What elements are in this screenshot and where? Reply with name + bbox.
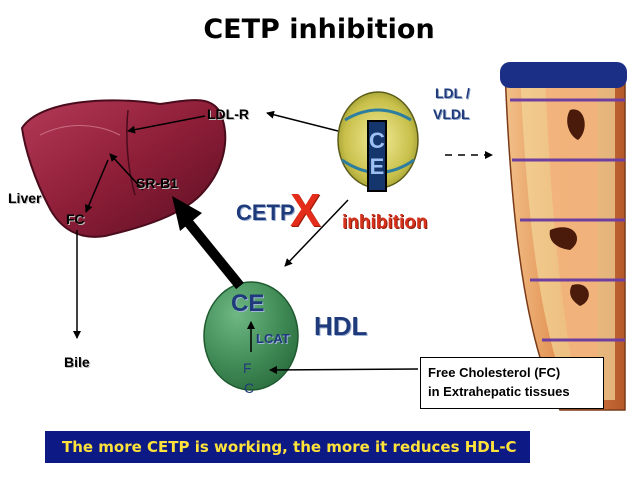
cetp-label: CETP xyxy=(236,200,295,225)
arrow-cetp-to-hdl xyxy=(284,199,349,267)
ce-ldl-box: C E xyxy=(367,120,387,192)
fc-box-line2: in Extrahepatic tissues xyxy=(428,384,570,399)
ldl-vldl-label-line1: LDL / xyxy=(435,85,470,101)
fc-hdl-label-c: C xyxy=(244,380,255,396)
liver-label: Liver xyxy=(8,190,42,206)
fc-hdl-label-f: F xyxy=(243,360,252,376)
free-cholesterol-box: Free Cholesterol (FC) in Extrahepatic ti… xyxy=(420,357,604,409)
inhibition-label: inhibition xyxy=(342,212,428,233)
blood-vessel xyxy=(500,62,627,411)
arrow-ldl-to-ldlr xyxy=(266,110,339,132)
arrow-fc-tissues-to-hdl xyxy=(269,365,419,374)
ce-ldl-e: E xyxy=(369,154,385,179)
hdl-label: HDL xyxy=(314,311,368,341)
arrow-ldlr-into-liver xyxy=(127,115,206,134)
summary-banner: The more CETP is working, the more it re… xyxy=(45,431,530,463)
diagram-title: CETP inhibition xyxy=(203,14,435,45)
arrow-to-fc-liver xyxy=(85,159,109,213)
ldl-vldl-label-line2: VLDL xyxy=(433,106,470,122)
arrow-hdl-to-liver-thick xyxy=(172,196,244,290)
ce-ldl-c: C xyxy=(369,128,385,153)
arrow-srb1-into-liver xyxy=(109,153,144,191)
sr-b1-label: SR-B1 xyxy=(136,175,179,191)
lcat-label: LCAT xyxy=(256,331,290,346)
bile-label: Bile xyxy=(64,354,90,370)
inhibition-x-mark: X xyxy=(290,184,321,236)
fc-box-line1: Free Cholesterol (FC) xyxy=(428,365,561,380)
ce-hdl-label: CE xyxy=(231,290,265,317)
ldl-r-label: LDL-R xyxy=(207,106,249,122)
fc-liver-label: FC xyxy=(66,211,85,227)
